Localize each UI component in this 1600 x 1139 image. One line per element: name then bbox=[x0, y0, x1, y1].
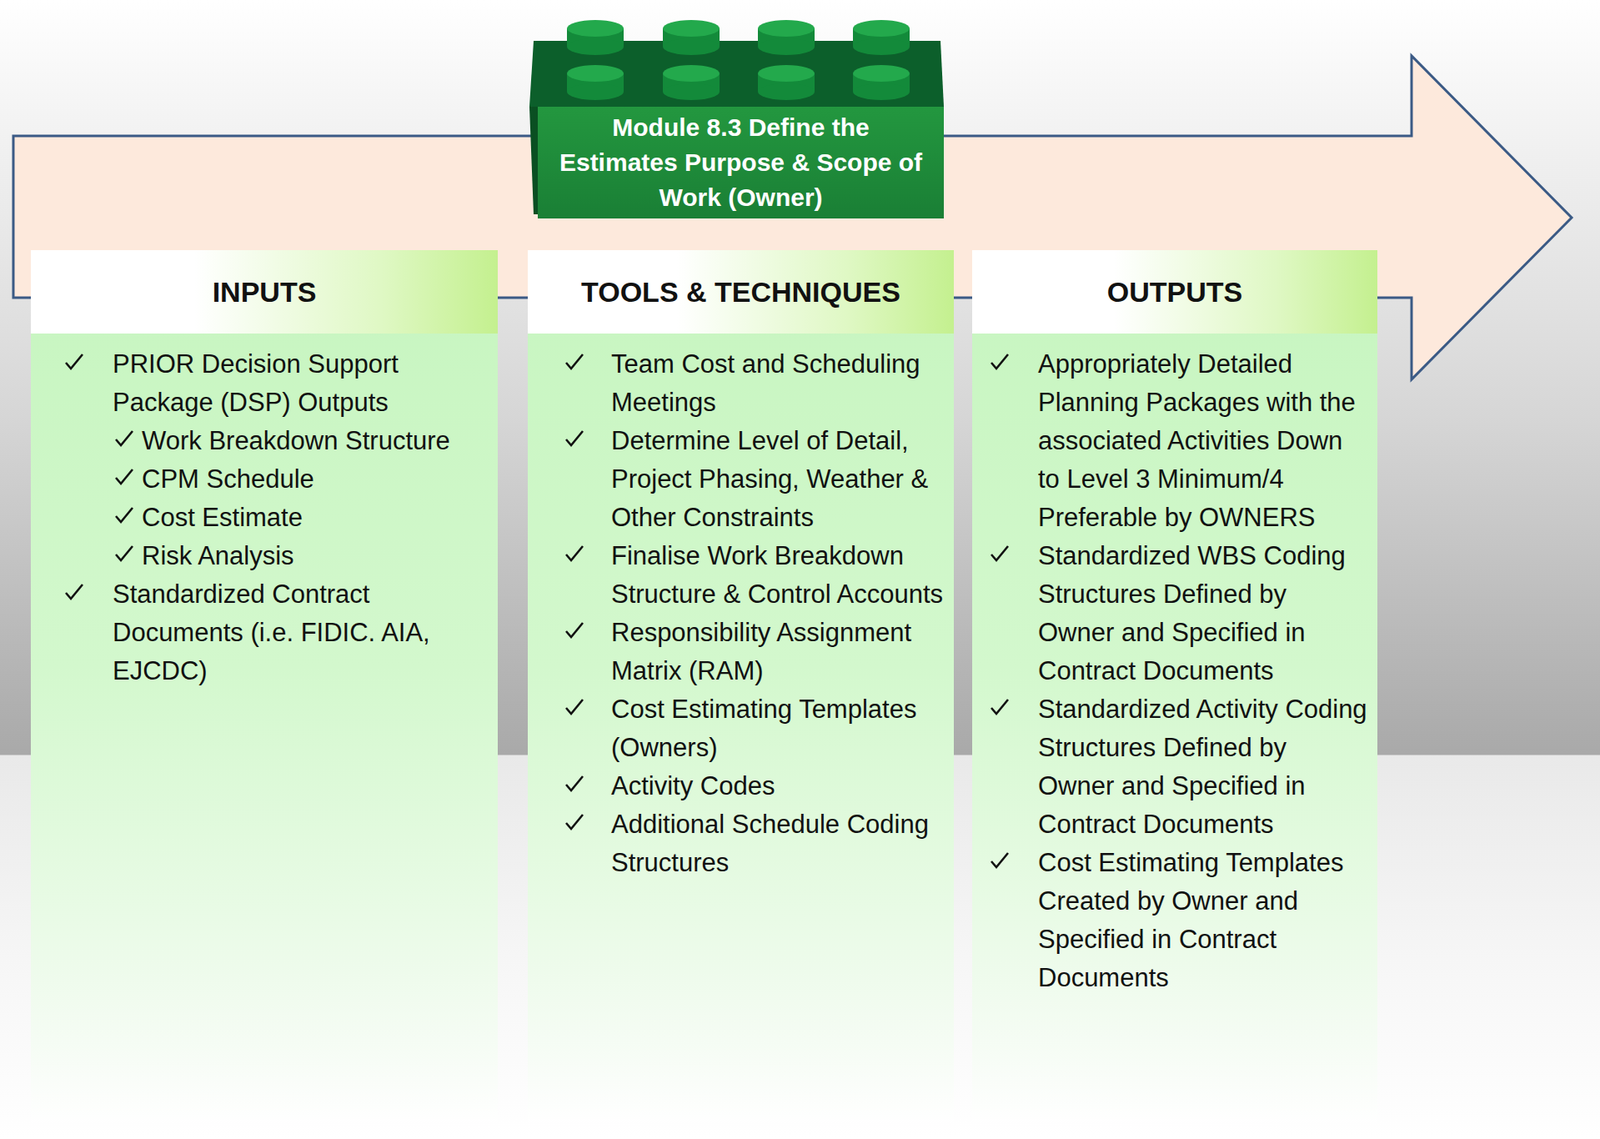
brick-studs bbox=[566, 20, 910, 101]
check-mark bbox=[989, 544, 1010, 563]
brick-stud bbox=[566, 20, 624, 37]
process-panel: OUTPUTS Appropriately Detailed Planning P… bbox=[972, 250, 1378, 1123]
check-mark bbox=[64, 582, 85, 602]
bullet-text: Activity Codes bbox=[611, 767, 944, 806]
check-mark bbox=[564, 812, 585, 832]
bullet-text: Risk Analysis bbox=[141, 536, 488, 576]
module-brick: Module 8.3 Define the Estimates Purpose … bbox=[537, 106, 944, 219]
check-mark bbox=[64, 352, 85, 372]
brick-stud bbox=[852, 65, 910, 82]
process-panel: INPUTS PRIOR Decision Support Package (DS… bbox=[30, 250, 498, 1123]
bullet-text: CPM Schedule bbox=[141, 460, 488, 499]
process-panel: TOOLS & TECHNIQUESTeam Cost and Scheduli… bbox=[527, 250, 954, 1123]
check-mark bbox=[989, 851, 1010, 870]
brick-stud bbox=[662, 65, 720, 82]
check-mark bbox=[564, 429, 585, 448]
panel-body: PRIOR Decision Support Package (DSP) Out… bbox=[30, 333, 498, 1123]
brick-stud bbox=[852, 38, 910, 56]
bullet-text: Finalise Work Breakdown Structure & Cont… bbox=[611, 536, 944, 614]
brick-stud bbox=[566, 83, 624, 101]
bullet-text: Cost Estimating Templates Created by Own… bbox=[1038, 843, 1368, 998]
bullet-text: Work Breakdown Structure bbox=[141, 421, 488, 461]
bullet-text: Standardized Contract Documents (i.e. FI… bbox=[112, 575, 488, 691]
brick-side bbox=[529, 106, 538, 215]
bullet-text: Responsibility Assignment Matrix (RAM) bbox=[611, 613, 944, 691]
check-mark bbox=[114, 429, 135, 448]
panel-heading: OUTPUTS bbox=[972, 250, 1378, 334]
panel-body: Team Cost and Scheduling MeetingsDetermi… bbox=[527, 333, 954, 1123]
check-mark bbox=[564, 774, 585, 793]
check-mark bbox=[989, 697, 1010, 717]
bullet-text: Team Cost and Scheduling Meetings bbox=[611, 345, 944, 422]
check-mark bbox=[564, 544, 585, 563]
check-mark bbox=[564, 352, 585, 372]
brick-stud bbox=[662, 83, 720, 101]
bullet-text: Determine Level of Detail, Project Phasi… bbox=[611, 421, 944, 537]
check-mark bbox=[564, 621, 585, 640]
bullet-text: Cost Estimating Templates (Owners) bbox=[611, 690, 944, 768]
brick-stud bbox=[566, 38, 624, 56]
bullet-text: Additional Schedule Coding Structures bbox=[611, 805, 944, 883]
module-title: Module 8.3 Define the Estimates Purpose … bbox=[557, 110, 925, 216]
brick-stud bbox=[662, 20, 720, 37]
check-mark bbox=[564, 697, 585, 717]
panel-heading: INPUTS bbox=[30, 250, 498, 334]
bullet-text: Standardized WBS Coding Structures Defin… bbox=[1038, 536, 1368, 691]
check-mark bbox=[114, 506, 135, 525]
bullet-text: PRIOR Decision Support Package (DSP) Out… bbox=[112, 345, 488, 422]
check-mark bbox=[114, 467, 135, 487]
check-mark bbox=[989, 352, 1010, 372]
bullet-text: Cost Estimate bbox=[141, 498, 488, 537]
panel-heading: TOOLS & TECHNIQUES bbox=[527, 250, 954, 334]
bullet-text: Standardized Activity Coding Structures … bbox=[1038, 690, 1368, 844]
brick-stud bbox=[757, 83, 815, 101]
brick-stud bbox=[662, 38, 720, 56]
bullet-text: Appropriately Detailed Planning Packages… bbox=[1038, 345, 1368, 537]
brick-stud bbox=[852, 83, 910, 101]
brick-stud bbox=[757, 20, 815, 37]
brick-stud bbox=[566, 65, 624, 82]
brick-stud bbox=[757, 65, 815, 82]
brick-stud bbox=[757, 38, 815, 56]
panel-body: Appropriately Detailed Planning Packages… bbox=[972, 333, 1378, 1123]
brick-stud bbox=[852, 20, 910, 37]
check-mark bbox=[114, 544, 135, 563]
